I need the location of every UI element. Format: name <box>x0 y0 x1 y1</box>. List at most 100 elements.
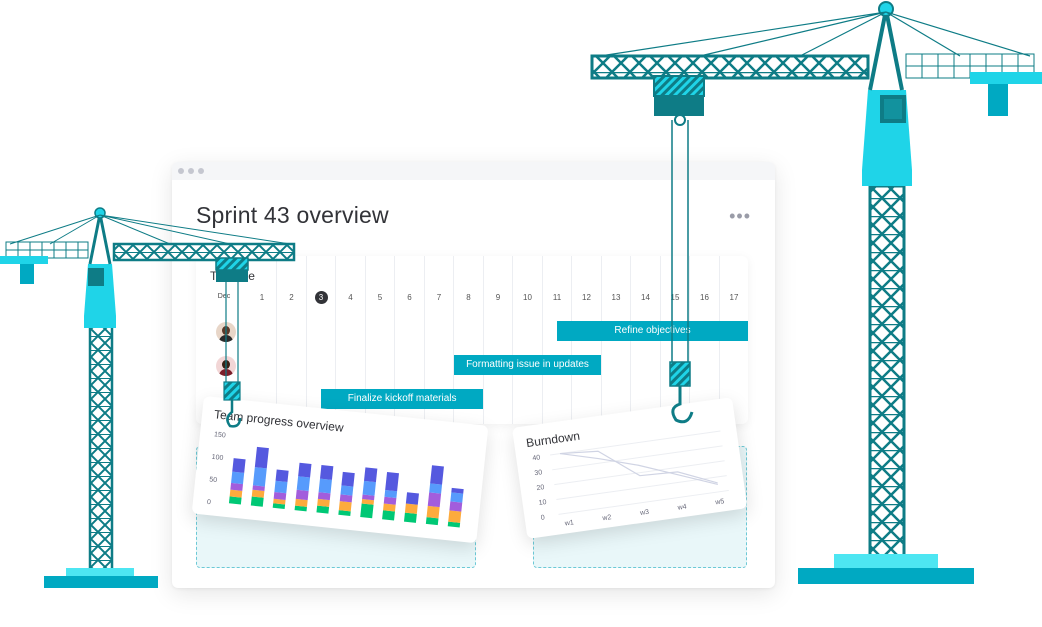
stacked-bar-segment <box>251 489 265 498</box>
stacked-bar-segment <box>250 496 264 507</box>
stacked-bar-segment <box>339 494 353 503</box>
team-progress-chart: 150 100 50 0 <box>207 431 464 528</box>
x-tick-label: w3 <box>639 509 650 517</box>
stacked-bar-segment <box>447 521 461 528</box>
grid-line <box>554 460 725 486</box>
timeline-day-label: 14 <box>641 293 650 302</box>
timeline-day-label: 10 <box>523 293 532 302</box>
timeline-day-column <box>305 256 307 424</box>
timeline-day-column <box>335 256 336 424</box>
timeline-day-column <box>453 256 454 424</box>
stacked-bar-segment <box>341 471 355 487</box>
stacked-bar-segment <box>363 467 378 483</box>
stacked-bar-segment <box>362 480 376 496</box>
window-dot-icon[interactable] <box>178 168 184 174</box>
stacked-bar-segment <box>272 503 286 510</box>
y-tick-label: 50 <box>209 476 218 484</box>
timeline-day-column <box>541 256 543 424</box>
x-tick-label: w2 <box>601 514 612 522</box>
stacked-bar-segment <box>230 482 243 491</box>
burndown-series-line <box>559 450 718 484</box>
stacked-bar-segment <box>252 467 267 487</box>
stacked-bar-segment <box>340 485 354 496</box>
window-dot-icon[interactable] <box>198 168 204 174</box>
timeline-day-column <box>512 256 513 424</box>
stacked-bar-segment <box>382 510 395 521</box>
y-tick-label: 0 <box>207 499 212 506</box>
month-label: Dec <box>217 293 231 300</box>
stacked-bar-segment <box>429 483 443 494</box>
timeline-day-label: 3 <box>318 293 324 302</box>
more-options-icon[interactable]: ••• <box>729 206 751 226</box>
x-tick-label: w5 <box>714 498 725 506</box>
stacked-bar-segment <box>404 503 418 514</box>
stacked-bar-segment <box>274 480 288 494</box>
stacked-bar-segment <box>448 510 462 523</box>
y-tick-label: 10 <box>538 499 547 507</box>
stacked-bar-segment <box>338 501 352 512</box>
avatar[interactable] <box>216 322 236 342</box>
stacked-bar-segment <box>316 505 330 514</box>
stacked-bar-segment <box>360 503 374 519</box>
y-tick-label: 0 <box>540 514 545 521</box>
grid-line <box>558 489 729 515</box>
stacked-bar-segment <box>405 492 419 505</box>
window-dot-icon[interactable] <box>188 168 194 174</box>
today-marker <box>314 291 328 304</box>
stacked-bar-segment <box>232 458 246 473</box>
stacked-bar-segment <box>450 492 464 503</box>
window-title-bar <box>172 162 775 180</box>
stacked-bar-segment <box>298 462 312 478</box>
timeline-day-column <box>394 256 395 424</box>
x-tick-label: w4 <box>676 503 687 511</box>
timeline-day-column <box>276 256 277 424</box>
stacked-bar-segment <box>295 489 309 501</box>
stacked-bar-segment <box>449 501 463 512</box>
stacked-bar-segment <box>317 498 330 507</box>
stacked-bar-segment <box>403 512 417 523</box>
task-bar-refine-objectives[interactable]: Refine objectives <box>557 321 748 341</box>
timeline-day-label: 6 <box>407 293 412 302</box>
avatar-body <box>219 335 233 342</box>
timeline-day-column <box>423 256 425 424</box>
stacked-bar-segment <box>430 465 444 485</box>
timeline-day-label: 16 <box>700 293 709 302</box>
stacked-bar-segment <box>338 510 351 516</box>
timeline-day-label: 17 <box>729 293 739 302</box>
timeline-day-column <box>364 256 366 424</box>
y-tick-label: 150 <box>214 431 226 439</box>
timeline-day-label: 2 <box>289 293 294 302</box>
avatar-head <box>222 326 230 335</box>
timeline-day-label: 13 <box>611 293 621 302</box>
stacked-bar-segment <box>320 465 334 480</box>
stacked-bar-segment <box>275 469 289 482</box>
timeline-day-label: 8 <box>466 293 471 302</box>
stacked-bar-segment <box>383 503 396 512</box>
timeline-day-label: 11 <box>552 293 562 302</box>
timeline-day-label: 12 <box>582 293 591 302</box>
y-tick-label: 40 <box>532 454 541 462</box>
stacked-bar-segment <box>427 492 442 508</box>
y-tick-label: 100 <box>211 454 223 462</box>
x-tick-label: w1 <box>563 519 574 527</box>
stacked-bar-segment <box>361 498 375 505</box>
avatar-head <box>222 360 230 369</box>
grid-line <box>550 430 721 456</box>
stacked-bar-segment <box>229 489 243 498</box>
stacked-bar-segment <box>294 505 307 512</box>
stacked-bar-segment <box>384 489 398 499</box>
stacked-bar-segment <box>295 498 308 507</box>
stacked-bar-segment <box>362 494 375 501</box>
stacked-bar-segment <box>231 471 245 485</box>
stacked-bar-segment <box>228 496 242 505</box>
grid-line <box>556 475 727 501</box>
timeline-day-label: 15 <box>670 293 680 302</box>
avatar[interactable] <box>216 356 236 376</box>
task-bar-kickoff-materials[interactable]: Finalize kickoff materials <box>321 389 484 409</box>
task-bar-formatting-issue[interactable]: Formatting issue in updates <box>453 355 602 375</box>
burndown-series-line <box>559 452 718 485</box>
